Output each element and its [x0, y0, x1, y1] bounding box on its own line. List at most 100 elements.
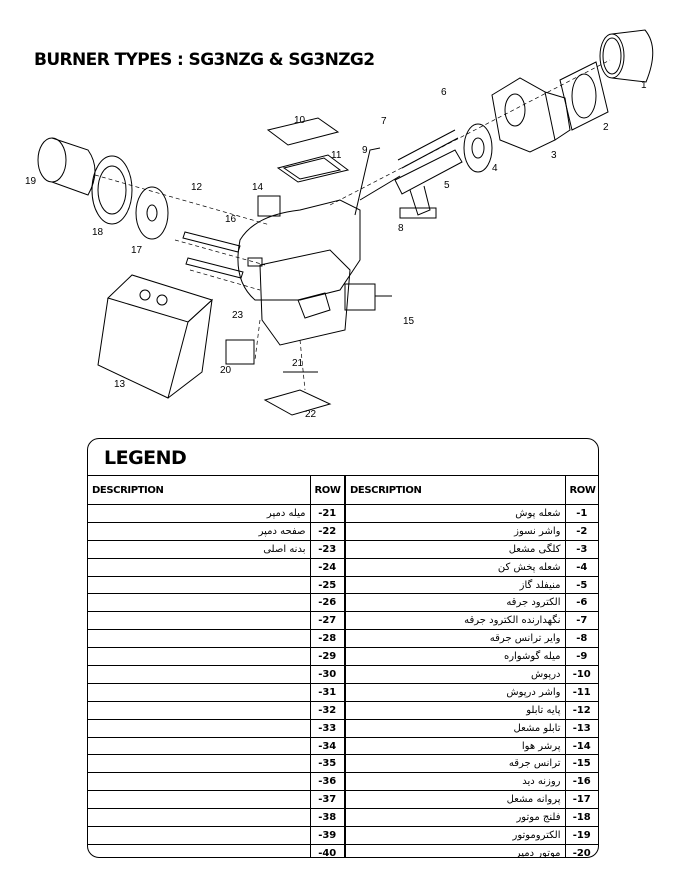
legend-cell-desc-b: میله دمپر	[88, 504, 311, 523]
legend-cell-desc-b	[88, 593, 311, 613]
callout-10: 10	[294, 115, 306, 126]
legend-cell-desc-b	[88, 790, 311, 810]
part-ignition-transformer	[344, 283, 392, 311]
legend-cell-desc-b	[88, 682, 311, 702]
legend-cell-row-a: -7	[564, 611, 598, 631]
legend-cell-desc-a: ترانس جرقه	[344, 754, 566, 774]
legend-cell-desc-b	[88, 808, 311, 828]
legend-cell-row-b: -31	[309, 682, 346, 702]
legend-cell-desc-a: شعله پوش	[344, 504, 566, 523]
part-motor-flange	[91, 155, 133, 225]
legend-cell-desc-b	[88, 736, 311, 756]
part-panel-bracket	[182, 231, 244, 279]
legend-cell-row-b: -26	[309, 593, 346, 613]
legend-cell-desc-a: نگهدارنده الکترود جرقه	[344, 611, 566, 631]
legend-cell-desc-b	[88, 772, 311, 792]
legend-cell-row-a: -4	[564, 557, 598, 577]
callout-6: 6	[441, 87, 447, 98]
callout-12: 12	[191, 182, 203, 193]
callout-18: 18	[92, 227, 104, 238]
legend-cell-desc-a: پروانه مشعل	[344, 790, 566, 810]
part-linkage-rod	[354, 147, 381, 216]
legend-cell-row-b: -38	[309, 808, 346, 828]
legend-cell-row-a: -19	[564, 826, 598, 845]
part-diffuser	[463, 123, 493, 173]
legend-cell-row-b: -29	[309, 647, 346, 667]
callout-4: 4	[492, 163, 498, 174]
legend-cell-row-b: -21	[309, 504, 346, 523]
legend-cell-desc-b	[88, 754, 311, 774]
legend-cell-desc-a: تابلو مشعل	[344, 718, 566, 738]
legend-cell-desc-b	[88, 647, 311, 667]
legend-cell-desc-b	[88, 718, 311, 738]
legend-cell-row-a: -13	[564, 718, 598, 738]
legend-cell-row-a: -1	[564, 504, 598, 523]
header-row-left: ROW	[309, 475, 346, 505]
legend-cell-desc-b	[88, 611, 311, 631]
part-main-body	[237, 199, 361, 346]
page-title: BURNER TYPES : SG3NZG & SG3NZG2	[34, 50, 375, 70]
callout-5: 5	[444, 180, 450, 191]
part-damper	[263, 371, 332, 416]
legend-cell-row-a: -16	[564, 772, 598, 792]
legend-cell-row-b: -23	[309, 539, 346, 559]
legend-cell-desc-b	[88, 700, 311, 720]
legend-header-row: DESCRIPTION ROW DESCRIPTION ROW	[88, 475, 598, 505]
legend-cell-desc-b	[88, 843, 311, 857]
callout-1: 1	[641, 80, 647, 91]
legend-cell-row-a: -20	[564, 843, 598, 857]
callout-21: 21	[292, 358, 304, 369]
legend-cell-row-b: -24	[309, 557, 346, 577]
legend-cell-row-b: -40	[309, 843, 346, 857]
legend-cell-row-b: -30	[309, 665, 346, 684]
legend-cell-desc-b	[88, 826, 311, 845]
legend-cell-desc-a: الکترود جرقه	[344, 593, 566, 613]
legend-cell-row-a: -9	[564, 647, 598, 667]
part-electrodes	[359, 129, 459, 201]
legend-cell-row-a: -3	[564, 539, 598, 559]
legend-cell-row-a: -18	[564, 808, 598, 828]
legend-cell-desc-a: شعله پخش کن	[344, 557, 566, 577]
legend-cell-row-b: -32	[309, 700, 346, 720]
legend-cell-desc-a: منیفلد گاز	[344, 575, 566, 595]
part-air-pressure-switch	[257, 195, 281, 217]
legend-cell-row-a: -11	[564, 682, 598, 702]
legend-cell-desc-a: درپوش	[344, 665, 566, 684]
legend-cell-row-a: -15	[564, 754, 598, 774]
legend-table: DESCRIPTION ROW DESCRIPTION ROW میله دمپ…	[88, 475, 598, 857]
legend-cell-desc-b	[88, 575, 311, 595]
legend-cell-row-b: -36	[309, 772, 346, 792]
exploded-diagram: 1 2 3 4 5 6 7 8 9 10 11 12 13 14 15 16 1…	[0, 0, 700, 440]
part-fan	[135, 186, 169, 240]
legend-cell-row-a: -12	[564, 700, 598, 720]
header-description-right: DESCRIPTION	[344, 475, 566, 505]
legend-cell-row-b: -35	[309, 754, 346, 774]
callout-2: 2	[603, 122, 609, 133]
legend-cell-desc-a: واشر نسوز	[344, 521, 566, 541]
legend-cell-row-a: -10	[564, 665, 598, 684]
part-cover	[266, 117, 350, 183]
legend-cell-desc-a: وایر ترانس جرقه	[344, 629, 566, 649]
callout-17: 17	[131, 245, 143, 256]
legend-cell-row-b: -25	[309, 575, 346, 595]
legend-cell-row-b: -33	[309, 718, 346, 738]
callout-23: 23	[232, 310, 244, 321]
callout-11: 11	[331, 150, 342, 161]
legend-cell-desc-a: کلگی مشعل	[344, 539, 566, 559]
callout-9: 9	[362, 145, 368, 156]
